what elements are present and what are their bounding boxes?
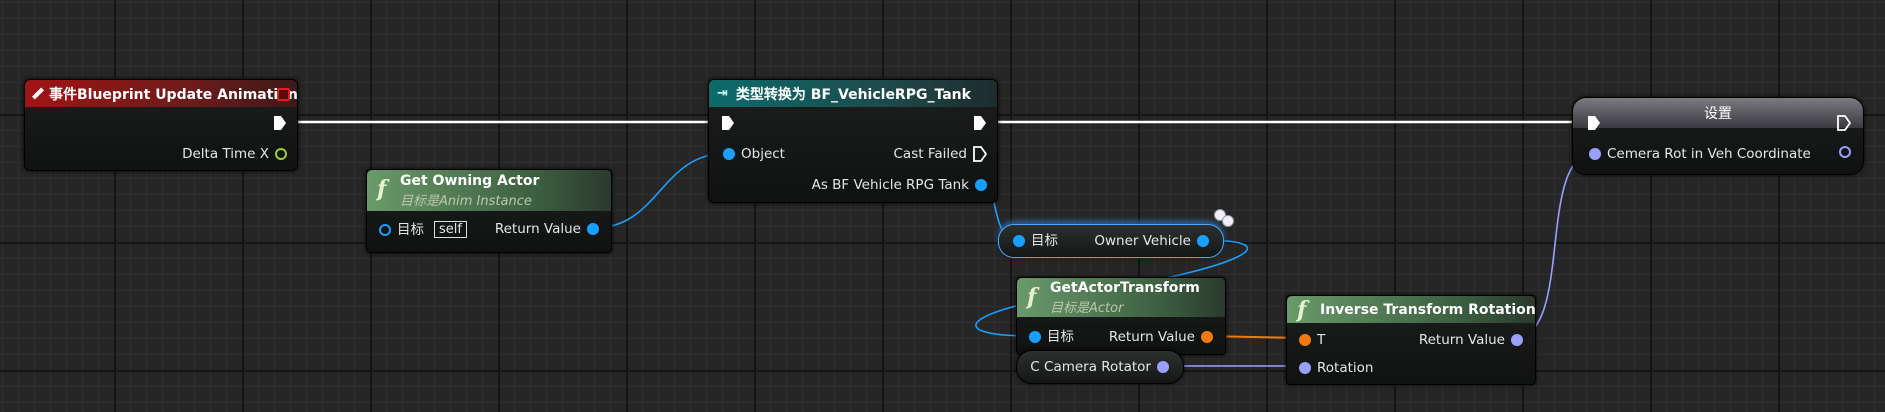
event-delegate-icon[interactable] (277, 88, 290, 101)
cast-arrow-icon: ⇥ (717, 86, 728, 101)
function-icon: f (1027, 284, 1037, 310)
set-exec-out-pin[interactable] (1837, 115, 1851, 131)
inverse-rotation-pin[interactable]: Rotation (1299, 360, 1373, 376)
owner-vehicle-target-pin[interactable]: 目标 (1013, 233, 1058, 249)
object-pin-icon[interactable] (379, 223, 391, 236)
rotation-label: Rotation (1317, 360, 1374, 376)
set-exec-in-pin[interactable] (1587, 115, 1601, 131)
set-cemera-rot-out-pin[interactable] (1839, 146, 1851, 158)
function-icon: f (1297, 297, 1307, 323)
cast-failed-pin[interactable]: Cast Failed (893, 146, 987, 162)
set-node-header: 设置 (1573, 98, 1863, 128)
get-actor-transform-header: f GetActorTransform 目标是Actor (1017, 278, 1225, 317)
inverse-transform-rotation-title: Inverse Transform Rotation (1320, 301, 1536, 318)
get-actor-transform-return-pin[interactable]: Return Value (1109, 329, 1213, 345)
transform-pin-icon[interactable] (1299, 334, 1311, 346)
object-pin-icon[interactable] (587, 223, 599, 235)
event-node-blueprint-update-animation[interactable]: 事件Blueprint Update Animation Delta Time … (24, 79, 298, 171)
return-value-label: Return Value (1418, 332, 1505, 348)
rotator-pin-icon[interactable] (1511, 334, 1523, 346)
rotator-pin-icon[interactable] (1299, 362, 1311, 374)
cast-exec-in-pin[interactable] (721, 115, 735, 131)
get-owning-actor-title: Get Owning Actor (400, 172, 540, 189)
cast-node-header: ⇥ 类型转换为 BF_VehicleRPG_Tank (709, 80, 997, 107)
camera-rotator-out-pin[interactable]: C Camera Rotator (1030, 359, 1169, 375)
object-label: Object (741, 146, 785, 162)
get-actor-transform-node[interactable]: f GetActorTransform 目标是Actor 目标 Return V… (1016, 277, 1226, 355)
owner-vehicle-getter-node[interactable]: 目标 Owner Vehicle (998, 224, 1224, 258)
event-diamond-icon (31, 87, 45, 100)
camera-rotator-getter-node[interactable]: C Camera Rotator (1016, 350, 1184, 384)
exec-in-icon[interactable] (721, 115, 735, 131)
object-pin-icon[interactable] (1029, 331, 1041, 343)
as-tank-label: As BF Vehicle RPG Tank (811, 177, 969, 193)
rotator-pin-icon[interactable] (1589, 148, 1601, 160)
object-pin-icon[interactable] (1197, 235, 1209, 247)
cemera-rot-label: Cemera Rot in Veh Coordinate (1607, 146, 1811, 162)
event-node-title: 事件Blueprint Update Animation (49, 86, 298, 103)
event-exec-out-pin[interactable] (273, 115, 287, 131)
wire-owning-actor-to-cast-object (593, 152, 729, 229)
self-default-value[interactable]: self (434, 221, 467, 238)
exec-out-hollow-icon[interactable] (973, 146, 987, 162)
comment-bubble-icon[interactable] (1222, 215, 1234, 227)
return-value-label: Return Value (494, 221, 581, 237)
exec-in-icon[interactable] (1587, 115, 1601, 131)
get-owning-actor-return-pin[interactable]: Return Value (495, 221, 599, 237)
get-owning-actor-target-pin[interactable]: 目标 self (379, 221, 467, 238)
inverse-transform-rotation-node[interactable]: f Inverse Transform Rotation T Return Va… (1286, 295, 1536, 385)
owner-vehicle-target-label: 目标 (1031, 233, 1058, 249)
cast-failed-label: Cast Failed (893, 146, 968, 162)
transform-pin-icon[interactable] (1201, 331, 1213, 343)
delta-time-label: Delta Time X (182, 146, 269, 162)
get-actor-transform-title: GetActorTransform (1050, 279, 1200, 296)
rotator-pin-icon[interactable] (1839, 146, 1851, 158)
rotator-pin-icon[interactable] (1157, 361, 1169, 373)
owner-vehicle-label: Owner Vehicle (1094, 233, 1191, 249)
set-cemera-rot-in-pin[interactable]: Cemera Rot in Veh Coordinate (1589, 146, 1811, 162)
inverse-return-pin[interactable]: Return Value (1419, 332, 1523, 348)
target-label: 目标 (1047, 329, 1074, 345)
get-actor-transform-target-pin[interactable]: 目标 (1029, 329, 1074, 345)
inverse-t-pin[interactable]: T (1299, 332, 1325, 348)
get-owning-actor-node[interactable]: f Get Owning Actor 目标是Anim Instance 目标 s… (366, 169, 612, 253)
exec-out-hollow-icon[interactable] (1837, 115, 1851, 131)
as-tank-pin[interactable]: As BF Vehicle RPG Tank (812, 177, 987, 193)
inverse-transform-rotation-header: f Inverse Transform Rotation (1287, 296, 1536, 323)
float-pin-icon[interactable] (275, 148, 287, 160)
t-label: T (1317, 332, 1326, 348)
function-icon: f (377, 176, 387, 202)
cast-node-bf-vehiclerpg-tank[interactable]: ⇥ 类型转换为 BF_VehicleRPG_Tank Object Cast F… (708, 79, 998, 203)
camera-rotator-label: C Camera Rotator (1030, 359, 1151, 375)
cast-node-title: 类型转换为 BF_VehicleRPG_Tank (735, 86, 971, 103)
get-owning-actor-subtitle: 目标是Anim Instance (400, 193, 532, 209)
object-pin-icon[interactable] (1013, 235, 1025, 247)
return-value-label: Return Value (1108, 329, 1195, 345)
target-label: 目标 (397, 221, 424, 238)
get-actor-transform-subtitle: 目标是Actor (1050, 300, 1124, 316)
set-variable-node[interactable]: 设置 Cemera Rot in Veh Coordinate (1572, 97, 1864, 175)
event-node-header: 事件Blueprint Update Animation (25, 80, 298, 107)
exec-out-icon[interactable] (973, 115, 987, 131)
owner-vehicle-out-pin[interactable]: Owner Vehicle (1094, 233, 1209, 249)
object-pin-icon[interactable] (975, 179, 987, 191)
get-owning-actor-header: f Get Owning Actor 目标是Anim Instance (367, 170, 611, 211)
delta-time-pin[interactable]: Delta Time X (182, 146, 287, 162)
object-pin-icon[interactable] (723, 148, 735, 160)
set-node-title: 设置 (1704, 106, 1732, 122)
exec-out-icon[interactable] (273, 115, 287, 131)
cast-exec-out-pin[interactable] (973, 115, 987, 131)
cast-object-pin[interactable]: Object (723, 146, 785, 162)
